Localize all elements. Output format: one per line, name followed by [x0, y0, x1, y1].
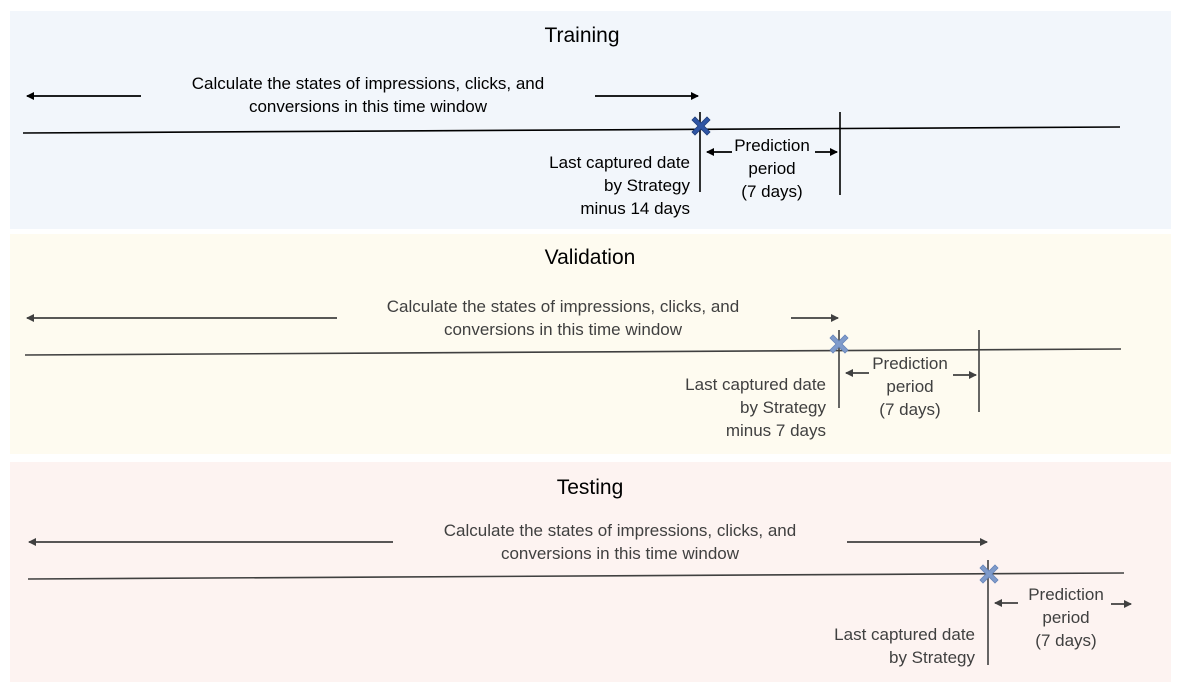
- training-date-line2: by Strategy: [604, 176, 690, 195]
- training-timeline: [22, 126, 1121, 134]
- validation-pred-line1: Prediction: [872, 354, 948, 373]
- training-window-label: Calculate the states of impressions, cli…: [168, 72, 568, 118]
- testing-date-line2: by Strategy: [889, 648, 975, 667]
- training-window-line2: conversions in this time window: [248, 97, 488, 116]
- testing-date-label: Last captured date by Strategy: [775, 623, 975, 669]
- training-pred-line2: period: [748, 159, 796, 178]
- x-marker-icon: [691, 116, 711, 136]
- training-window-line1: Calculate the states of impressions, cli…: [191, 74, 545, 93]
- validation-window-line2: conversions in this time window: [443, 320, 683, 339]
- testing-pred-line2: period: [1042, 608, 1090, 627]
- testing-timeline: [27, 572, 1125, 580]
- testing-title: Testing: [556, 476, 624, 499]
- testing-window-label: Calculate the states of impressions, cli…: [420, 519, 820, 565]
- validation-date-line3: minus 7 days: [725, 421, 826, 440]
- validation-date-line1: Last captured date: [685, 375, 826, 394]
- testing-pred-line3: (7 days): [1035, 631, 1097, 650]
- testing-prediction-label: Prediction period (7 days): [1006, 583, 1126, 652]
- training-title: Training: [544, 24, 620, 47]
- validation-date-label: Last captured date by Strategy minus 7 d…: [626, 373, 826, 442]
- testing-date-line1: Last captured date: [834, 625, 975, 644]
- validation-pred-line2: period: [886, 377, 934, 396]
- training-date-label: Last captured date by Strategy minus 14 …: [490, 151, 690, 220]
- training-date-line3: minus 14 days: [580, 199, 690, 218]
- testing-window-line1: Calculate the states of impressions, cli…: [443, 521, 797, 540]
- validation-prediction-label: Prediction period (7 days): [850, 352, 970, 421]
- validation-window-label: Calculate the states of impressions, cli…: [363, 295, 763, 341]
- validation-title: Validation: [544, 246, 636, 269]
- training-panel: [10, 11, 1171, 229]
- validation-timeline: [24, 348, 1122, 356]
- validation-date-line2: by Strategy: [740, 398, 826, 417]
- training-pred-line1: Prediction: [734, 136, 810, 155]
- x-marker-icon: [979, 564, 999, 584]
- validation-panel: [10, 234, 1171, 454]
- x-marker-icon: [829, 334, 849, 354]
- testing-window-line2: conversions in this time window: [500, 544, 740, 563]
- validation-window-line1: Calculate the states of impressions, cli…: [386, 297, 740, 316]
- training-date-line1: Last captured date: [549, 153, 690, 172]
- validation-pred-line3: (7 days): [879, 400, 941, 419]
- training-prediction-label: Prediction period (7 days): [712, 134, 832, 203]
- training-pred-line3: (7 days): [741, 182, 803, 201]
- testing-panel: [10, 462, 1171, 682]
- testing-pred-line1: Prediction: [1028, 585, 1104, 604]
